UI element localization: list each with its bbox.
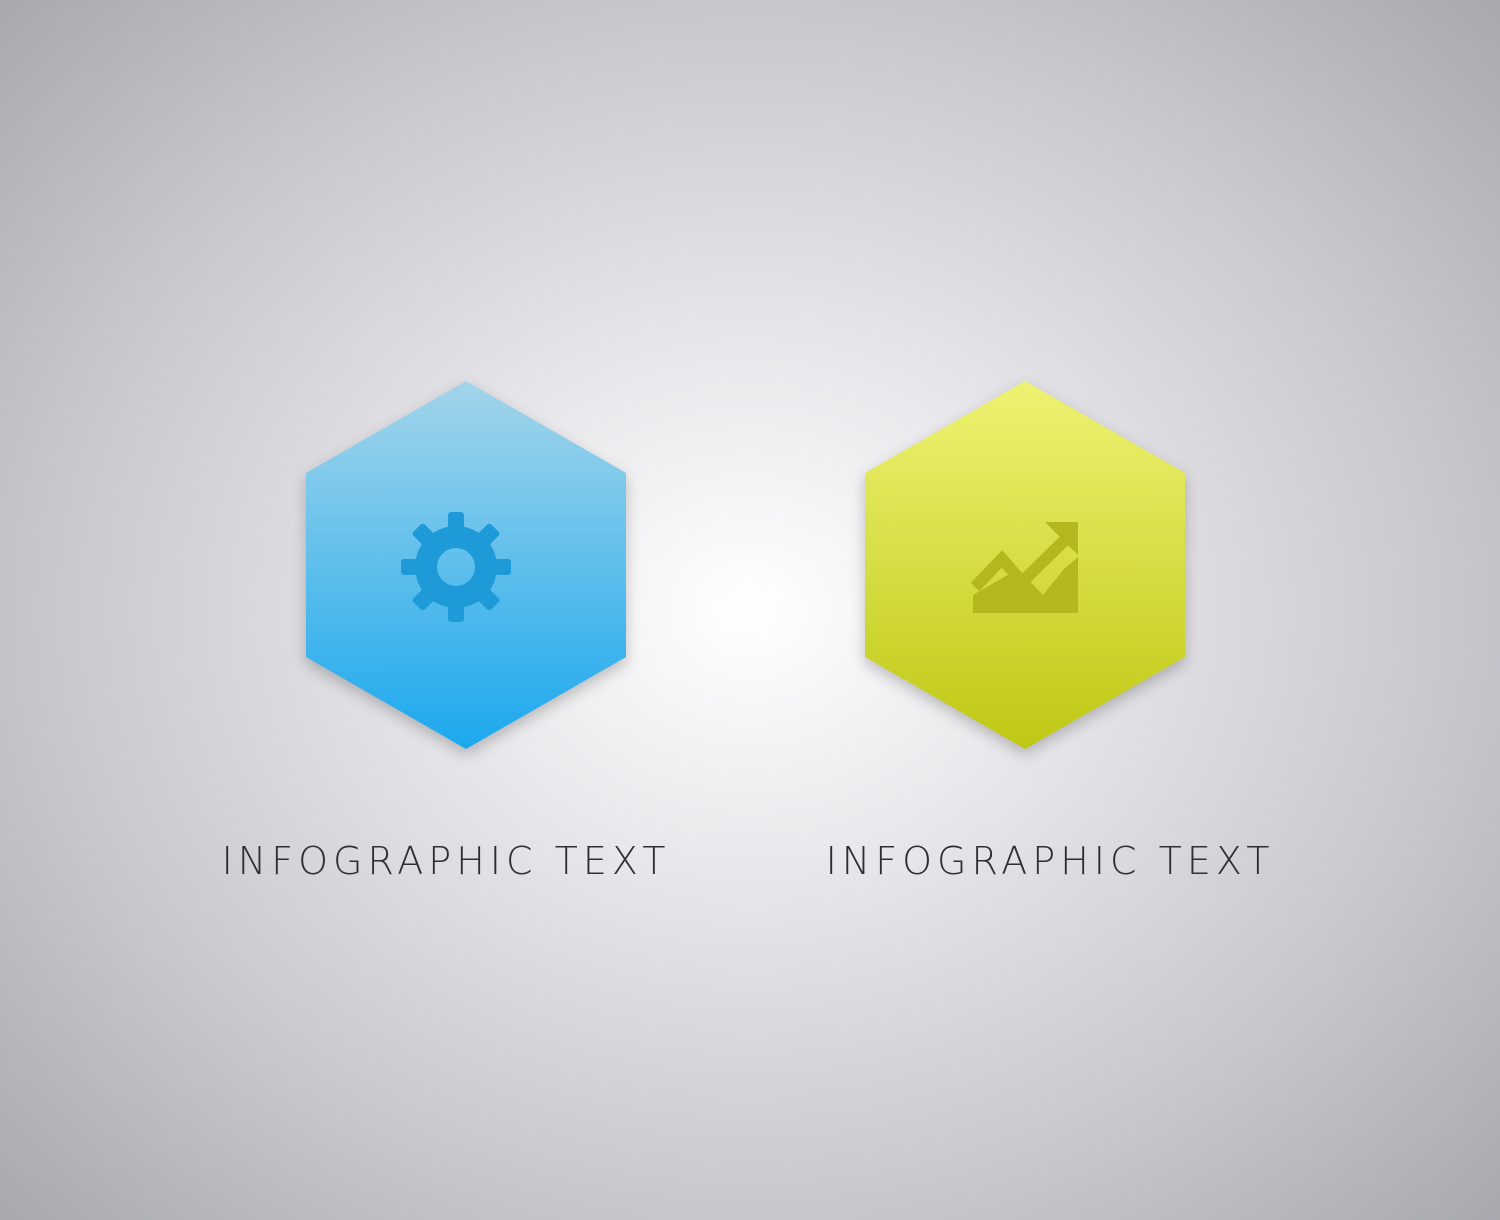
hexagon-blue-shape — [306, 381, 626, 749]
item-label-2: INFOGRAPHIC TEXT — [825, 839, 1275, 883]
hexagon-lime — [865, 381, 1185, 749]
trending-up-chart-icon — [970, 522, 1078, 613]
item-label-1: INFOGRAPHIC TEXT — [221, 839, 671, 883]
gear-icon — [401, 512, 511, 622]
hexagon-blue — [306, 381, 626, 749]
hexagon-lime-shape — [865, 381, 1185, 749]
